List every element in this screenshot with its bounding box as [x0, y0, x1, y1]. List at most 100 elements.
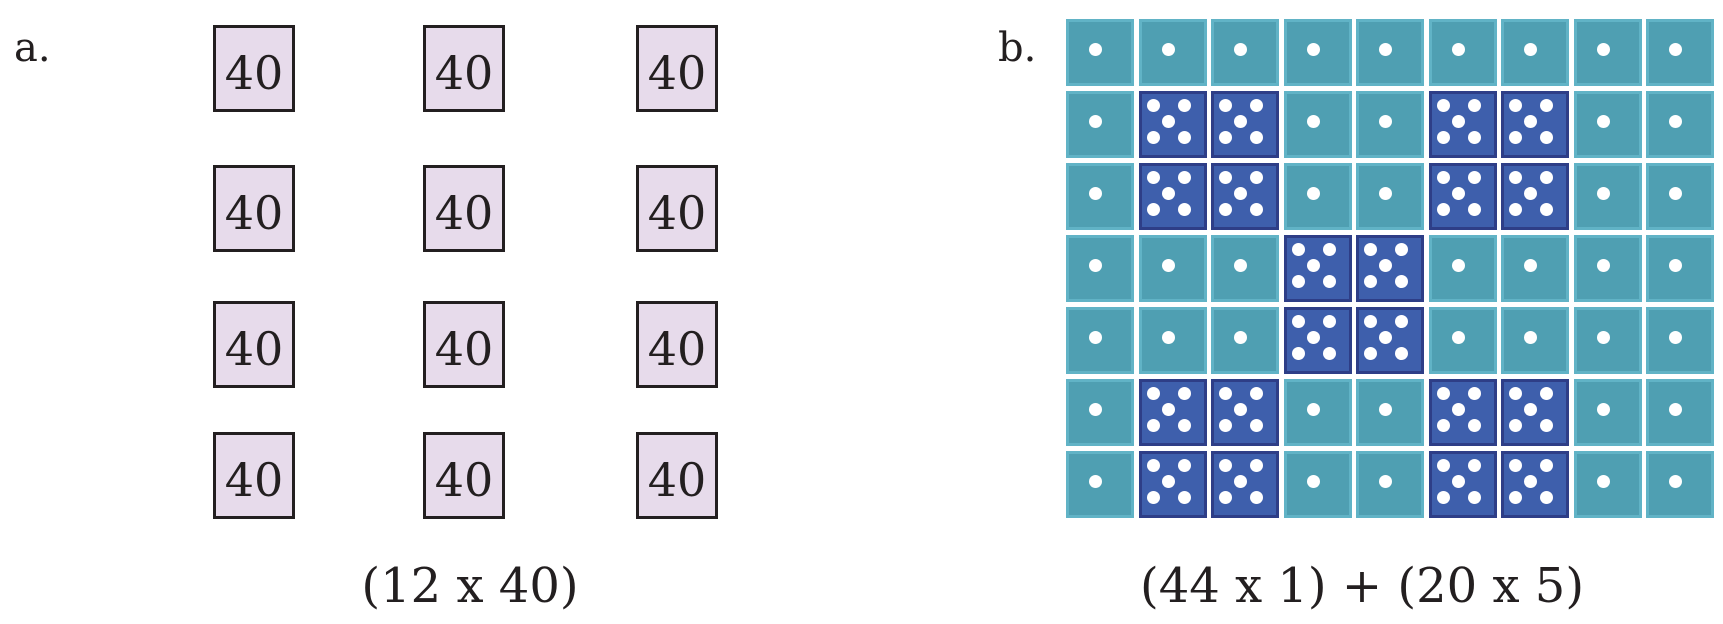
dot [1451, 474, 1465, 488]
dot [1451, 258, 1465, 272]
five-dot-tile [1429, 451, 1497, 518]
dot [1508, 202, 1522, 216]
dot [1146, 98, 1160, 112]
five-dot-tile [1356, 235, 1424, 302]
dot [1161, 114, 1175, 128]
dot [1451, 42, 1465, 56]
dot [1233, 330, 1247, 344]
one-dot-tile [1574, 91, 1642, 158]
dot [1291, 242, 1305, 256]
dot [1394, 274, 1408, 288]
dot [1161, 42, 1175, 56]
dot [1394, 314, 1408, 328]
dot [1451, 186, 1465, 200]
dot [1467, 130, 1481, 144]
dot [1596, 114, 1610, 128]
one-dot-tile [1574, 163, 1642, 230]
card-40: 40 [636, 432, 718, 519]
dot [1668, 402, 1682, 416]
one-dot-tile [1284, 379, 1352, 446]
dot [1508, 490, 1522, 504]
one-dot-tile [1211, 19, 1279, 86]
dot [1378, 474, 1392, 488]
one-dot-tile [1646, 235, 1714, 302]
dot [1177, 490, 1191, 504]
one-dot-tile [1574, 307, 1642, 374]
dot [1177, 418, 1191, 432]
dot [1508, 98, 1522, 112]
dot [1596, 186, 1610, 200]
dot [1233, 186, 1247, 200]
dot [1363, 242, 1377, 256]
dot [1161, 330, 1175, 344]
dot [1523, 42, 1537, 56]
dot [1539, 202, 1553, 216]
panel-b-dot-tile-array [1066, 19, 1720, 537]
panel-a-label: a. [14, 25, 51, 71]
dot [1363, 314, 1377, 328]
card-40: 40 [636, 301, 718, 388]
one-dot-tile [1066, 91, 1134, 158]
five-dot-tile [1501, 91, 1569, 158]
panel-b-expression: (44 x 1) + (20 x 5) [1140, 558, 1585, 614]
dot [1436, 386, 1450, 400]
one-dot-tile [1501, 19, 1569, 86]
dot [1539, 490, 1553, 504]
dot [1249, 458, 1263, 472]
dot [1177, 170, 1191, 184]
dot [1523, 186, 1537, 200]
dot [1436, 130, 1450, 144]
five-dot-tile [1139, 91, 1207, 158]
dot [1322, 314, 1336, 328]
dot [1467, 202, 1481, 216]
dot [1177, 386, 1191, 400]
card-40: 40 [213, 25, 295, 112]
dot [1233, 114, 1247, 128]
one-dot-tile [1574, 19, 1642, 86]
one-dot-tile [1066, 163, 1134, 230]
dot [1523, 474, 1537, 488]
one-dot-tile [1574, 379, 1642, 446]
one-dot-tile [1646, 91, 1714, 158]
dot [1249, 202, 1263, 216]
dot [1233, 42, 1247, 56]
dot [1322, 274, 1336, 288]
dot [1436, 202, 1450, 216]
dot [1249, 418, 1263, 432]
one-dot-tile [1284, 19, 1352, 86]
dot [1523, 402, 1537, 416]
dot [1467, 170, 1481, 184]
dot [1218, 490, 1232, 504]
one-dot-tile [1429, 307, 1497, 374]
dot [1233, 402, 1247, 416]
dot [1539, 170, 1553, 184]
dot [1378, 402, 1392, 416]
dot [1508, 386, 1522, 400]
dot [1146, 418, 1160, 432]
one-dot-tile [1284, 451, 1352, 518]
dot [1436, 170, 1450, 184]
dot [1539, 458, 1553, 472]
dot [1306, 186, 1320, 200]
five-dot-tile [1139, 379, 1207, 446]
dot [1218, 458, 1232, 472]
five-dot-tile [1356, 307, 1424, 374]
dot [1378, 258, 1392, 272]
dot [1523, 258, 1537, 272]
dot [1218, 170, 1232, 184]
dot [1539, 98, 1553, 112]
dot [1378, 330, 1392, 344]
dot [1436, 98, 1450, 112]
card-40: 40 [423, 165, 505, 252]
dot [1088, 402, 1102, 416]
five-dot-tile [1429, 91, 1497, 158]
dot [1523, 114, 1537, 128]
one-dot-tile [1356, 19, 1424, 86]
one-dot-tile [1574, 235, 1642, 302]
dot [1177, 458, 1191, 472]
five-dot-tile [1139, 163, 1207, 230]
one-dot-tile [1139, 307, 1207, 374]
dot [1523, 330, 1537, 344]
dot [1177, 130, 1191, 144]
dot [1668, 330, 1682, 344]
